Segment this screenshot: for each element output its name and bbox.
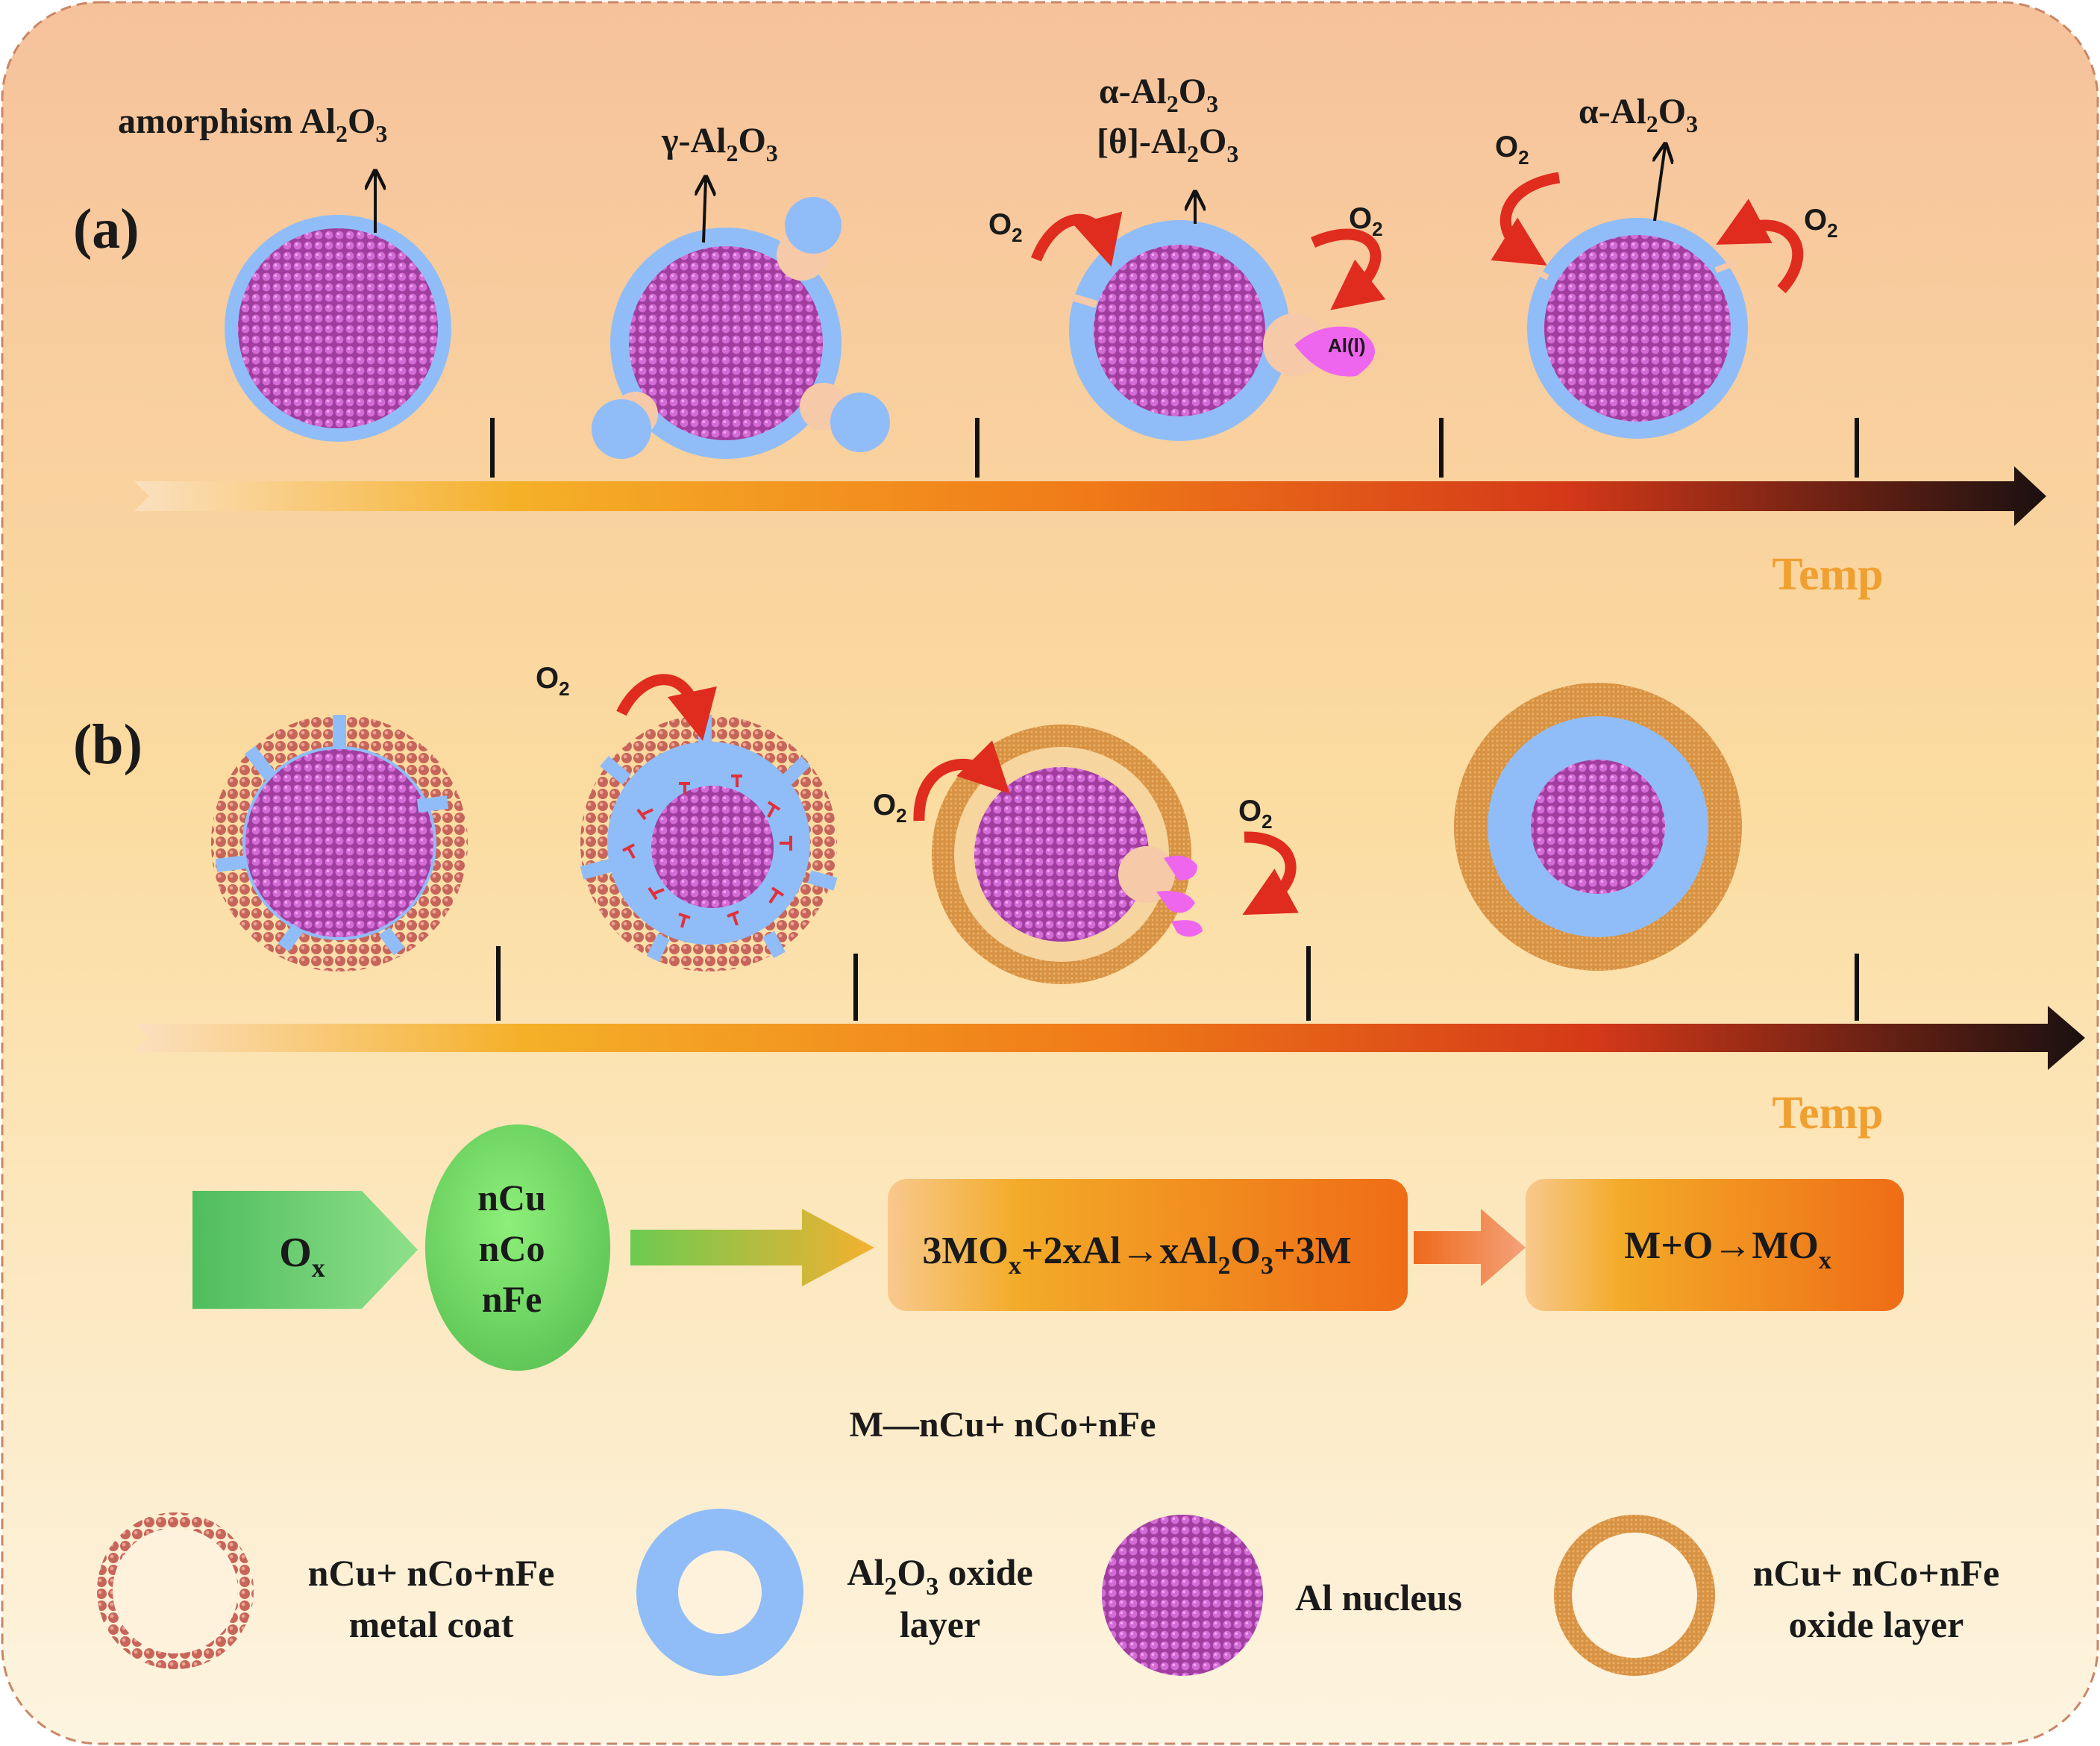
panel-label-a: (a) (73, 198, 140, 260)
o2-arrow-b3-right (1242, 831, 1299, 916)
oxidizer-label: Ox (279, 1230, 325, 1283)
temp-label-b: Temp (1772, 1088, 1883, 1139)
al-liquid-label: Al(l) (1328, 334, 1366, 357)
o2-arrow-a3-right (1310, 228, 1386, 310)
particle-a3 (1030, 194, 1386, 441)
flow-arrow-2 (1414, 1209, 1526, 1286)
reaction-box-1 (888, 1179, 1408, 1311)
o2-label-a3-right: O2 (1349, 202, 1383, 240)
reaction-1: 3MOx+2xAl→xAl2O3+3M (922, 1230, 1351, 1280)
legend-metal-coat-line2: metal coat (349, 1603, 514, 1645)
metal-nCu: nCu (477, 1177, 546, 1218)
reaction-flow: Ox nCu nCo nFe 3MOx+2xAl→xAl2O3+3M M+O→M… (192, 1124, 1904, 1445)
metals-ellipse (425, 1124, 610, 1371)
particle-a1 (225, 173, 451, 442)
particle-b2 (580, 674, 838, 971)
label-theta-al2o3: [θ]-Al2O3 (1097, 122, 1238, 167)
o2-arrow-a4-left (1491, 172, 1561, 266)
legend-metal-coat-icon (97, 1512, 254, 1669)
legend-al2o3-line2: layer (900, 1603, 980, 1645)
particle-b1 (211, 715, 468, 971)
flow-arrow-1 (630, 1209, 874, 1286)
particle-b3 (913, 725, 1299, 984)
liquid-al-droplet (1294, 326, 1375, 377)
legend-oxide-layer-line2: oxide layer (1789, 1603, 1964, 1645)
particle-a4 (1491, 146, 1804, 439)
legend-al2o3-line1: Al2O3 oxide (847, 1551, 1032, 1600)
panel-label-b: (b) (73, 713, 142, 776)
reaction-2: M+O→MOx (1624, 1224, 1831, 1274)
o2-arrow-b3-left (913, 740, 1010, 822)
metal-nCo: nCo (479, 1227, 545, 1269)
label-alpha-al2o3-1: α-Al2O3 (1099, 72, 1218, 117)
o2-label-a3-left: O2 (988, 208, 1023, 246)
diffusion-marks (622, 775, 792, 928)
legend-al-nucleus-icon (1102, 1515, 1263, 1676)
o2-label-a4-right: O2 (1804, 204, 1838, 242)
o2-label-b3-right: O2 (1238, 795, 1273, 833)
legend-oxide-layer-icon (1554, 1515, 1715, 1676)
o2-label-b3-left: O2 (873, 789, 907, 827)
legend-al2o3-icon (636, 1509, 803, 1676)
label-alpha-al2o3-2: α-Al2O3 (1579, 92, 1698, 137)
o2-arrow-a3-left (1030, 211, 1123, 267)
legend-metal-coat-line1: nCu+ nCo+nFe (308, 1552, 555, 1594)
particle-a2 (592, 179, 890, 459)
reaction-box-2 (1526, 1179, 1904, 1311)
oxidizer-pentagon (192, 1191, 418, 1309)
o2-arrow-a4-right (1716, 198, 1804, 294)
particle-b4 (1454, 683, 1742, 971)
temp-axis-b (134, 946, 2085, 1070)
o2-label-b2: O2 (536, 662, 570, 700)
label-amorphous-al2o3: amorphism Al2O3 (118, 101, 387, 147)
legend: nCu+ nCo+nFe metal coat Al2O3 oxide laye… (97, 1509, 1999, 1676)
o2-label-a4-left: O2 (1495, 131, 1529, 169)
metal-nFe: nFe (482, 1278, 542, 1320)
legend-oxide-layer-line1: nCu+ nCo+nFe (1753, 1552, 2000, 1594)
temp-axis-a (134, 418, 2046, 526)
metal-definition: M—nCu+ nCo+nFe (850, 1405, 1156, 1445)
o2-arrow-b2 (616, 674, 717, 741)
temp-label-a: Temp (1772, 549, 1883, 600)
label-gamma-al2o3: γ-Al2O3 (661, 121, 778, 166)
legend-al-nucleus: Al nucleus (1295, 1577, 1462, 1618)
